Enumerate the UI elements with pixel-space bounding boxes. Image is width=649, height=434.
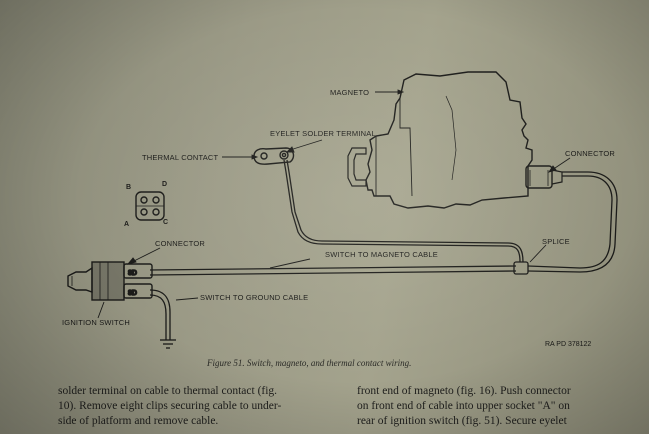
splice-sleeve: [513, 261, 529, 275]
figure-caption: Figure 51. Switch, magneto, and thermal …: [207, 358, 412, 368]
text-line: 10). Remove eight clips securing cable t…: [58, 400, 282, 412]
label-pin-a: A: [124, 221, 129, 228]
svg-text:8D: 8D: [128, 290, 137, 297]
label-splice: SPLICE: [542, 237, 570, 246]
leader-lines: [97, 89, 571, 319]
thermal-contact: [253, 147, 295, 165]
label-switch-to-magneto-cable: SWITCH TO MAGNETO CABLE: [325, 250, 438, 259]
magneto-body: [347, 71, 563, 209]
label-connector-switch: CONNECTOR: [155, 239, 205, 248]
wires: [149, 159, 618, 340]
text-column-left: solder terminal on cable to thermal cont…: [58, 384, 281, 429]
text-line: on front end of cable into upper socket …: [357, 400, 570, 412]
text-column-right: front end of magneto (fig. 16). Push con…: [357, 384, 571, 429]
ground-symbol-icon: [160, 339, 176, 349]
text-line: side of platform and remove cable.: [58, 415, 219, 427]
svg-text:8D: 8D: [128, 270, 137, 277]
text-line: front end of magneto (fig. 16). Push con…: [357, 385, 571, 397]
text-line: solder terminal on cable to thermal cont…: [58, 385, 278, 397]
label-thermal-contact: THERMAL CONTACT: [142, 153, 219, 162]
label-eyelet-solder-terminal: EYELET SOLDER TERMINAL: [270, 129, 376, 138]
text-line: rear of ignition switch (fig. 51). Secur…: [357, 415, 567, 427]
socket-face: [135, 191, 165, 221]
label-pin-d: D: [162, 181, 167, 188]
figure-reference-number: RA PD 378122: [545, 341, 592, 348]
label-ignition-switch: IGNITION SWITCH: [62, 318, 130, 327]
label-pin-c: C: [163, 219, 168, 226]
label-connector-magneto: CONNECTOR: [565, 149, 615, 158]
label-switch-to-ground-cable: SWITCH TO GROUND CABLE: [200, 293, 308, 302]
ignition-switch-body: 8D 8D: [67, 261, 153, 301]
label-pin-b: B: [126, 184, 131, 191]
label-magneto: MAGNETO: [330, 88, 369, 97]
